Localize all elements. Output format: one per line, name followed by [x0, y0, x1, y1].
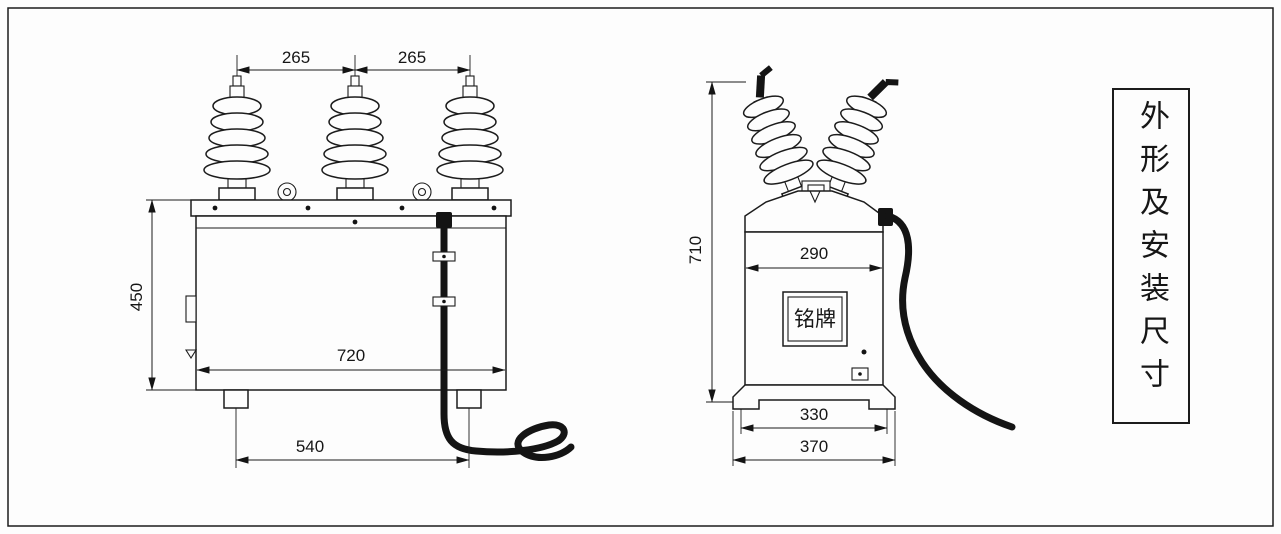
bushing-middle — [321, 75, 389, 201]
front-cable — [432, 212, 575, 461]
dim-height-450: 450 — [127, 199, 196, 391]
side-view: 290 铭牌 710 — [686, 66, 1016, 466]
foot-left — [223, 389, 249, 409]
dim-label-450: 450 — [127, 283, 146, 311]
dim-label-710: 710 — [686, 236, 705, 264]
dim-label-265-left: 265 — [282, 48, 310, 67]
side-cover — [744, 190, 884, 233]
ground-terminal — [185, 295, 197, 360]
front-view: 265 265 450 720 540 — [127, 48, 575, 468]
dim-label-290: 290 — [800, 244, 828, 263]
foot-right — [456, 389, 482, 409]
nameplate-text: 铭牌 — [794, 308, 836, 331]
dim-label-330: 330 — [800, 405, 828, 424]
cover-notch — [809, 190, 821, 204]
nameplate: 铭牌 — [782, 291, 848, 347]
bushing-right — [436, 75, 504, 201]
dim-pitch: 265 265 — [236, 48, 471, 74]
dim-label-265-right: 265 — [398, 48, 426, 67]
title-panel: 外形及安装尺寸 — [1112, 88, 1190, 424]
tank-lid — [190, 199, 512, 217]
dim-width-720: 720 — [196, 346, 506, 374]
body-bolt — [861, 349, 867, 355]
dim-height-710: 710 — [686, 81, 746, 403]
lifting-lugs — [277, 182, 432, 202]
dim-label-720: 720 — [337, 346, 365, 365]
side-cable — [878, 208, 1016, 431]
dim-width-290: 290 — [745, 244, 883, 272]
bushing-left — [203, 75, 271, 201]
drawing-frame — [7, 7, 1274, 527]
dim-label-370: 370 — [800, 437, 828, 456]
dim-slot-span-330: 330 — [740, 405, 888, 434]
dim-foot-span-540: 540 — [235, 408, 470, 468]
body-fitting — [851, 367, 869, 381]
base-skirt — [732, 384, 896, 410]
dim-label-540: 540 — [296, 437, 324, 456]
dim-base-width-370: 370 — [732, 411, 896, 466]
